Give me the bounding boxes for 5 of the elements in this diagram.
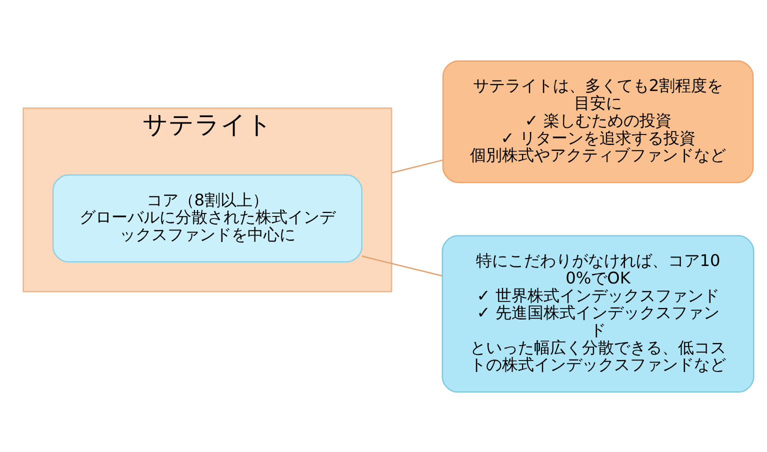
connector xyxy=(391,158,443,173)
node-box: 特にこだわりがなければ、コア100%でOK ✓ 世界株式インデックスファンド ✓ 先進国株式インデックスファンド といった幅広く分散できる、低コストの株式インデックスファンドなど xyxy=(442,234,754,392)
node-box: サテライトは、多くても2割程度を目安に ✓ 楽しむための投資 ✓ リターンを追求する投資 個別株式やアクティブファンドなど xyxy=(442,60,754,183)
node-box: コア（8割以上） グローバルに分散された株式インデックスファンドを中心に xyxy=(52,174,362,262)
connector xyxy=(362,255,442,276)
